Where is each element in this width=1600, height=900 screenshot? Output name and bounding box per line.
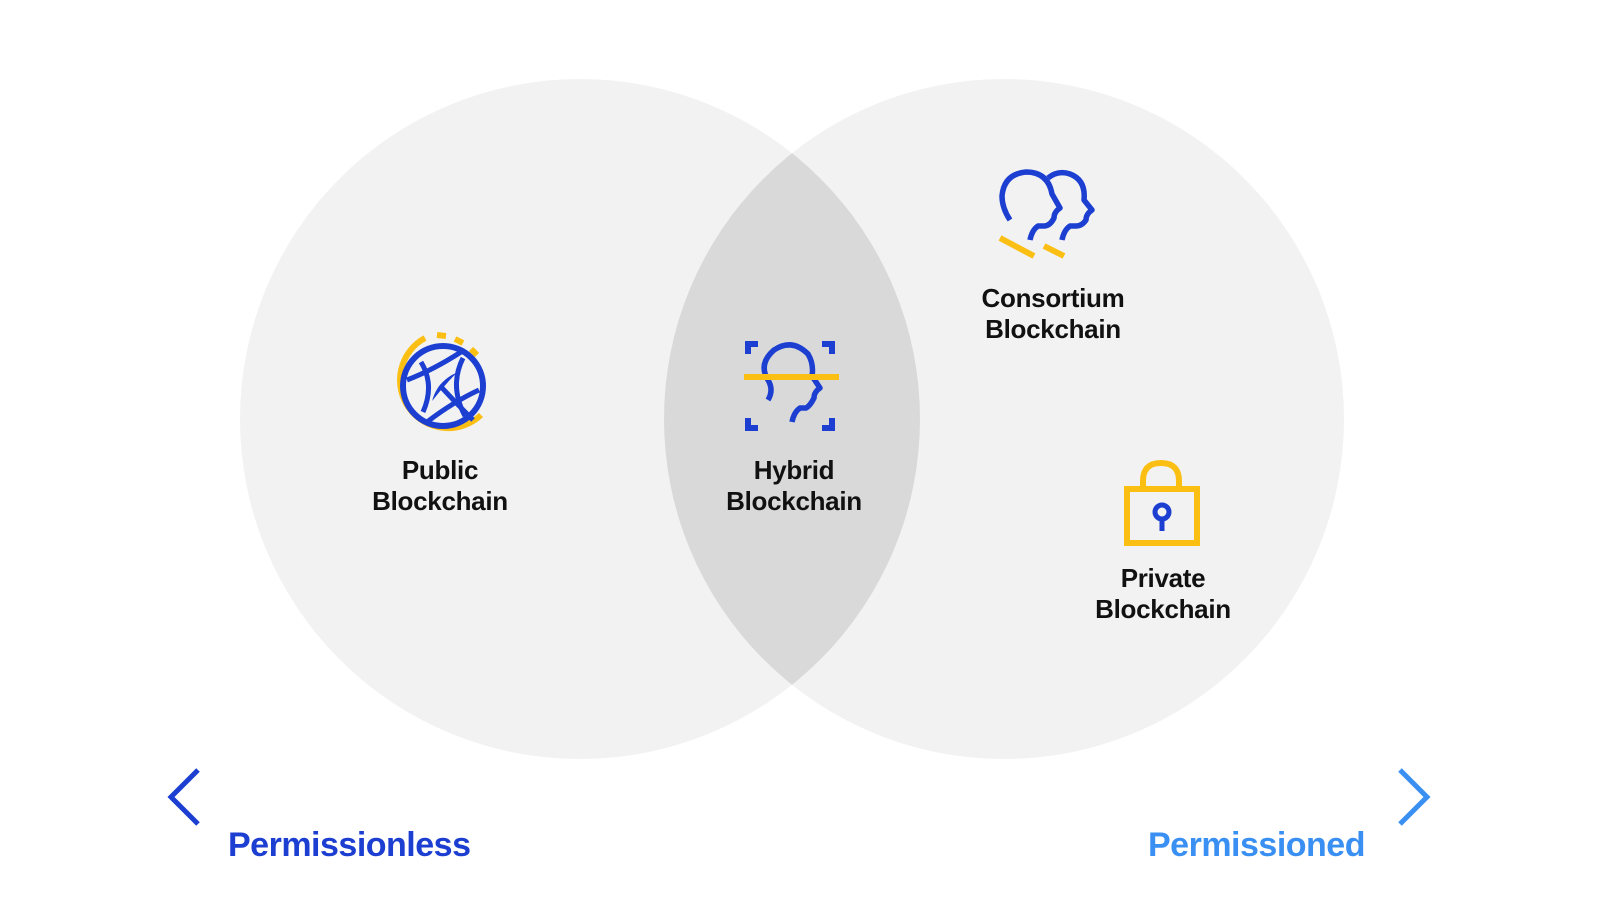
consortium-label-line1: Consortium — [981, 283, 1125, 313]
hybrid-label-line2: Blockchain — [726, 486, 862, 516]
public-label-line2: Blockchain — [372, 486, 508, 516]
permissioned-label: Permissioned — [1148, 826, 1365, 864]
public-blockchain-label: Public Blockchain — [340, 455, 540, 517]
permissionless-label: Permissionless — [228, 826, 471, 864]
overlap-region — [664, 79, 920, 759]
hybrid-label-line1: Hybrid — [753, 455, 835, 485]
private-label-line2: Blockchain — [1095, 594, 1231, 624]
globe-icon — [397, 332, 486, 432]
private-label-line1: Private — [1120, 563, 1206, 593]
hybrid-blockchain-label: Hybrid Blockchain — [694, 455, 894, 517]
private-blockchain-label: Private Blockchain — [1053, 563, 1273, 625]
consortium-label-line2: Blockchain — [985, 314, 1121, 344]
consortium-blockchain-label: Consortium Blockchain — [943, 283, 1163, 345]
public-label-line1: Public — [401, 455, 479, 485]
padlock-icon — [1124, 459, 1200, 546]
face-scan-icon — [744, 341, 839, 431]
permission-axis-arrow — [167, 768, 1431, 826]
group-heads-icon — [998, 169, 1095, 259]
